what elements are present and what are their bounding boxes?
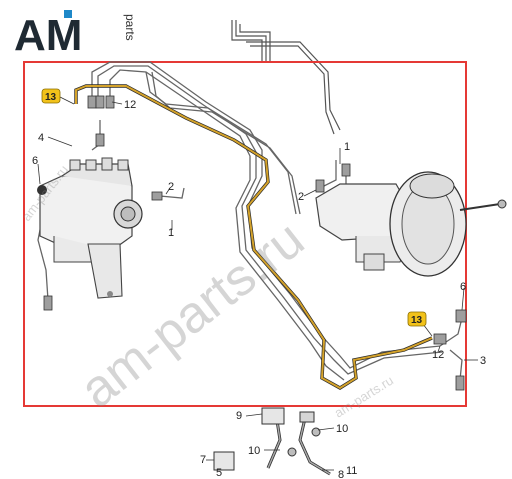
callout-10-b: 10: [336, 423, 348, 435]
pipes-upper-outside: [231, 20, 341, 135]
callout-6-left: 6: [32, 155, 38, 167]
logo-sub-text: parts: [123, 14, 137, 41]
badge-13-top: 13: [41, 88, 61, 104]
logo-text: AM: [14, 11, 82, 60]
watermark-small-right: am-parts.ru: [332, 373, 396, 421]
callout-2-abs: 2: [168, 181, 174, 193]
callout-3: 3: [480, 355, 486, 367]
callout-2-master: 2: [298, 191, 304, 203]
callout-12-right: 12: [432, 349, 444, 361]
callout-1-right: 1: [344, 141, 350, 153]
abs-unit: [37, 157, 143, 299]
logo-accent-square: [64, 10, 72, 18]
callout-1-left: 1: [168, 227, 174, 239]
brake-lines: [37, 61, 463, 381]
callout-5: 5: [216, 467, 222, 479]
callout-11: 11: [346, 465, 357, 477]
callout-12-top: 12: [124, 99, 136, 111]
badge-13-right: 13: [407, 311, 427, 327]
callout-7: 7: [200, 454, 206, 466]
lower-components: [213, 407, 331, 476]
highlighted-line: [75, 85, 433, 390]
callout-10-a: 10: [248, 445, 260, 457]
callout-6-right: 6: [460, 281, 466, 293]
callout-4: 4: [38, 132, 44, 144]
logo: AM parts: [14, 10, 137, 60]
fittings: [43, 95, 467, 391]
badge-13-top-text: 13: [45, 92, 57, 103]
badge-13-right-text: 13: [411, 315, 423, 326]
brake-booster-assembly: [315, 171, 507, 277]
callout-9: 9: [236, 410, 242, 422]
callout-8: 8: [338, 469, 344, 479]
